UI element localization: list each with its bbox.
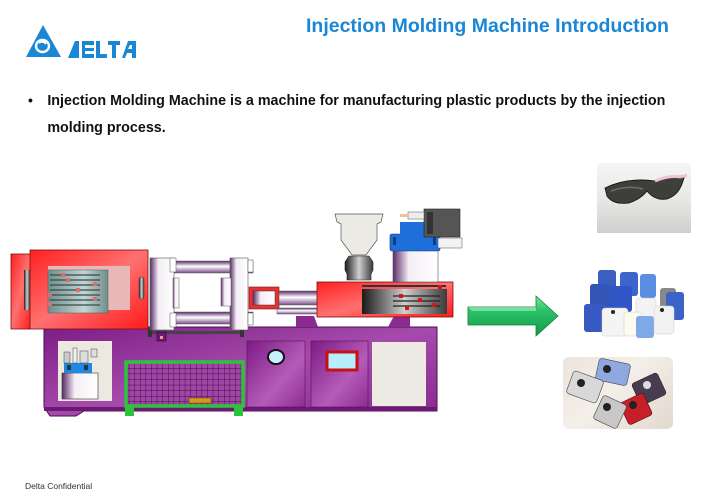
bullet-list: • Injection Molding Machine is a machine…	[28, 88, 698, 142]
clamping-unit	[10, 249, 149, 330]
clamp-rail	[148, 328, 244, 342]
safety-glasses-image	[597, 163, 691, 233]
delta-logo	[26, 25, 136, 58]
safety-guard-grid	[124, 360, 245, 416]
delta-wordmark	[68, 41, 136, 58]
bullet-text: Injection Molding Machine is a machine f…	[47, 93, 666, 136]
injection-unit	[316, 281, 454, 318]
plastic-containers-image	[580, 262, 690, 340]
hopper	[334, 213, 384, 281]
camera-housings-image	[563, 357, 673, 429]
right-arrow-icon	[467, 295, 559, 337]
hydraulic-valve	[389, 208, 463, 283]
nozzle-block	[248, 286, 320, 315]
tie-bars-and-platens	[149, 257, 254, 331]
delta-triangle-logo-icon	[26, 25, 61, 57]
bullet-marker: •	[28, 92, 33, 108]
hydraulic-pump-panel	[58, 341, 112, 401]
control-panels	[246, 340, 426, 408]
page-title: Injection Molding Machine Introduction	[306, 15, 669, 37]
bullet-item: • Injection Molding Machine is a machine…	[28, 88, 698, 142]
injection-molding-machine-illustration	[10, 208, 463, 417]
footer-confidential: Delta Confidential	[25, 481, 93, 491]
